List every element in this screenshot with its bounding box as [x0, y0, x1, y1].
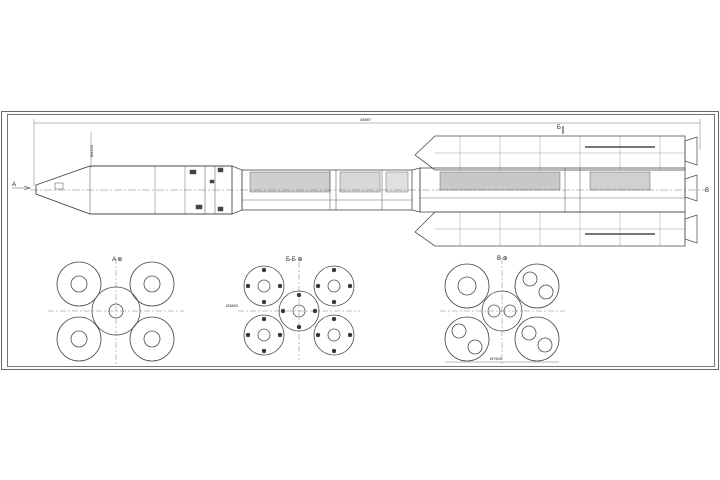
overall-length-label: 38897 — [360, 117, 372, 122]
inner-frame — [7, 114, 715, 367]
rocket-side-view — [35, 135, 698, 247]
diameter-label: Ø4100 — [89, 144, 94, 157]
view-a-arrow — [12, 185, 31, 191]
core-upper-stage-hatch — [249, 171, 331, 193]
nozzle-upper — [684, 136, 698, 166]
section-bb-title: Б-Б ⊕ — [286, 257, 303, 263]
nozzle-core — [684, 174, 698, 202]
view-v-group — [440, 258, 565, 364]
view-a-title: A ⊕ — [112, 257, 122, 263]
view-a-mark: A — [12, 182, 16, 188]
section-bb-group — [238, 262, 360, 360]
section-mark-b: Б — [557, 125, 561, 131]
nozzle-lower — [684, 214, 698, 244]
view-a-group — [48, 258, 184, 364]
view-v-dim-label: Ø7500 — [490, 356, 503, 361]
view-v-title: В ⊕ — [497, 256, 508, 262]
overall-dimension — [33, 119, 701, 186]
view-mark-v: В — [705, 188, 709, 194]
section-dim-label: Ø3853 — [226, 303, 239, 308]
outer-frame — [1, 111, 719, 370]
